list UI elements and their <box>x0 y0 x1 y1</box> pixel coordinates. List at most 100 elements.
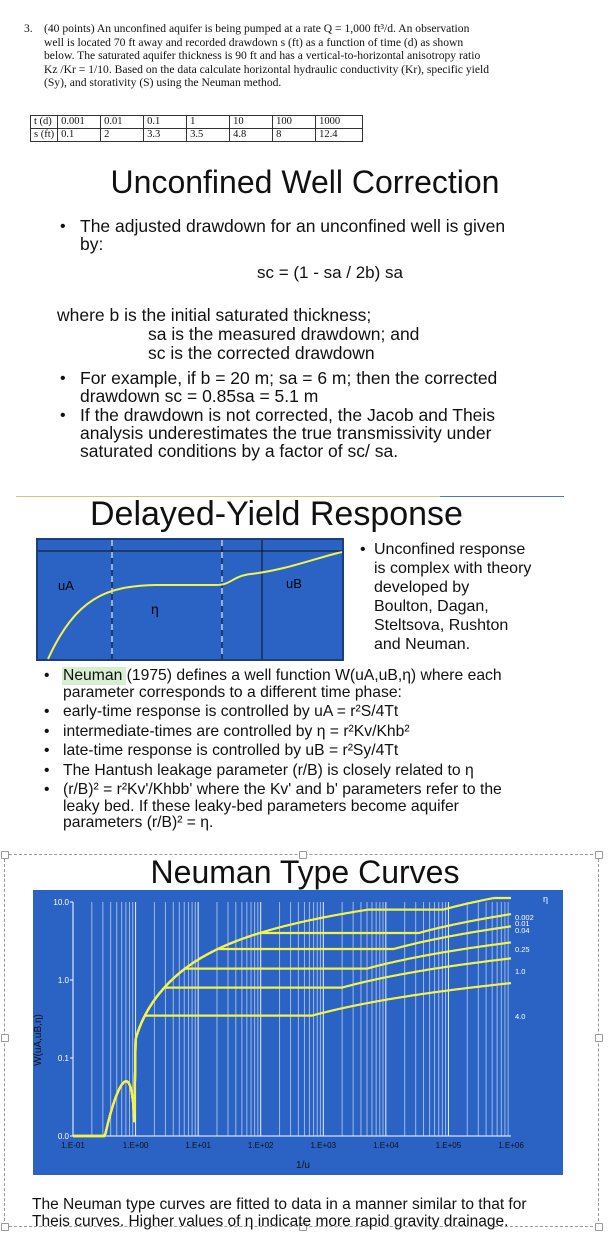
where-line: sc is the corrected drawdown <box>148 343 375 363</box>
x-tick-label: 1.E+06 <box>498 1141 524 1150</box>
problem-line: (Sy), and storativity (S) using the Neum… <box>44 76 282 90</box>
bullet-line: The Hantush leakage parameter (r/B) is c… <box>63 761 474 779</box>
bullet-dot: • <box>60 407 66 424</box>
x-axis-label: 1/u <box>296 1160 310 1171</box>
caption-line: Theis curves. Higher values of η indicat… <box>32 1213 509 1230</box>
bullet-line: Neuman (1975) defines a well function W(… <box>63 667 502 684</box>
resize-handle[interactable] <box>1 851 9 859</box>
problem-line: (40 points) An unconfined aquifer is bei… <box>44 22 470 35</box>
chart-ticks: 1.E-01 1.E+00 1.E+01 1.E+02 1.E+03 1.E+04 1.E+… <box>53 898 533 1150</box>
bullet-line: early-time response is controlled by uA … <box>63 703 399 720</box>
bullet-line: analysis underestimates the true transmi… <box>80 423 492 443</box>
curve-label: 0.002 <box>515 913 534 922</box>
table-cell: 0.1 <box>143 115 188 129</box>
bullet-line: For example, if b = 20 m; sa = 6 m; then… <box>80 368 498 388</box>
diagram-label-ub: uB <box>286 576 302 591</box>
table-cell: 12.4 <box>315 128 364 142</box>
table-cell: 3.5 <box>186 128 231 142</box>
diagram-background <box>36 538 344 661</box>
problem-line: below. The saturated aquifer thickness i… <box>44 49 481 63</box>
chart-curves <box>73 896 512 1138</box>
resize-handle[interactable] <box>299 1223 307 1231</box>
bullet-dot: • <box>44 781 50 798</box>
bullet-item: • Neuman (1975) defines a well function … <box>44 667 594 701</box>
bullet-line: drawdown sc = 0.85sa = 5.1 m <box>80 386 319 406</box>
curve-label: 4.0 <box>515 1012 525 1021</box>
slide-title-correction: Unconfined Well Correction <box>110 164 500 200</box>
bullet-line: intermediate-times are controlled by η =… <box>63 722 410 740</box>
bullet-line: is complex with theory <box>374 560 532 577</box>
curve-label: 0.01 <box>515 919 530 928</box>
resize-handle[interactable] <box>1 1223 9 1231</box>
x-tick-label: 1.E+02 <box>248 1141 274 1150</box>
table-cell: 0.1 <box>57 128 102 142</box>
resize-handle[interactable] <box>595 1223 603 1231</box>
bullet-item: • (r/B)² = r²Kv'/Khbb' where the Kv' and… <box>44 781 594 832</box>
bullet-text: If the drawdown is not corrected, the Ja… <box>80 406 495 460</box>
table-cell: 0.001 <box>57 115 102 129</box>
curve-label: 0.25 <box>515 945 530 954</box>
bullet-dot: • <box>60 370 66 387</box>
table-row: t (d) 0.001 0.01 0.1 1 10 100 1000 <box>29 115 364 129</box>
table-cell: 4.8 <box>229 128 274 142</box>
diagram-label-ua: uA <box>58 578 74 593</box>
x-tick-label: 1.E+00 <box>123 1141 149 1150</box>
bullet-line: and Neuman. <box>374 636 471 653</box>
bullet-dot: • <box>44 667 50 684</box>
slide-separator <box>440 496 564 497</box>
bullet-dot: • <box>360 541 366 558</box>
slide-separator <box>16 496 564 497</box>
y-tick-label: 0.1 <box>58 1054 70 1063</box>
x-tick-label: 1.E+01 <box>185 1141 211 1150</box>
x-tick-label: 1.E+05 <box>436 1141 462 1150</box>
bullet-item: • late-time response is controlled by uB… <box>44 742 594 760</box>
bullet-line: parameter corresponds to a different tim… <box>63 683 402 701</box>
table-row: s (ft) 0.1 2 3.3 3.5 4.8 8 12.4 <box>29 128 364 142</box>
table-cell: 0.01 <box>100 115 145 129</box>
x-tick-label: 1.E-01 <box>61 1141 85 1150</box>
curve-label: 0.04 <box>515 926 530 935</box>
caption-line: The Neuman type curves are fitted to dat… <box>32 1196 527 1213</box>
table-cell: 2 <box>100 128 145 142</box>
bullet-line: parameters (r/B)² = η. <box>63 814 214 831</box>
chart-caption: The Neuman type curves are fitted to dat… <box>32 1196 552 1230</box>
resize-handle[interactable] <box>595 1034 603 1042</box>
bullet-line: The adjusted drawdown for an unconfined … <box>80 216 506 236</box>
bullet-dot: • <box>44 722 50 740</box>
problem-statement: 3. (40 points) An unconfined aquifer is … <box>24 22 590 90</box>
where-line: sa is the measured drawdown; and <box>148 324 420 344</box>
problem-line: Kz /Kr = 1/10. Based on the data calcula… <box>44 62 490 76</box>
x-tick-label: 1.E+03 <box>310 1141 336 1150</box>
where-line: where b is the initial saturated thickne… <box>57 305 372 325</box>
resize-handle[interactable] <box>1 1034 9 1042</box>
bullet-line: saturated conditions by a factor of sc/ … <box>80 441 399 461</box>
drawdown-curve <box>47 551 343 660</box>
correction-formula: sc = (1 - sa / 2b) sa <box>257 263 403 282</box>
text-highlight <box>62 667 126 685</box>
slide-title-neuman: Neuman Type Curves <box>150 854 460 890</box>
neuman-type-curves-chart: 1.E-01 1.E+00 1.E+01 1.E+02 1.E+03 1.E+04 1.E+… <box>33 890 563 1175</box>
bullet-item: • The Hantush leakage parameter (r/B) is… <box>44 761 594 780</box>
y-axis-label: W(uA,uB,η) <box>33 1014 44 1066</box>
problem-number: 3. <box>24 22 33 35</box>
table-cell: 1 <box>186 115 231 129</box>
resize-handle[interactable] <box>595 851 603 859</box>
type-curve-1.0 <box>73 957 512 1138</box>
y-tick-label: 1.0 <box>58 976 70 985</box>
delayed-yield-diagram: uA η uB <box>36 538 344 661</box>
table-cell: 10 <box>229 115 274 129</box>
bullet-text: The adjusted drawdown for an unconfined … <box>80 217 505 253</box>
table-cell: 1000 <box>315 115 364 129</box>
x-tick-label: 1.E+04 <box>373 1141 399 1150</box>
chart-grid <box>72 902 511 1137</box>
bullet-line: late-time response is controlled by uB =… <box>63 742 399 759</box>
slide-title-delayed: Delayed-Yield Response <box>90 495 463 533</box>
legend-title: η <box>543 894 548 904</box>
table-cell: s (ft) <box>29 128 59 142</box>
bullet-item: • early-time response is controlled by u… <box>44 703 594 721</box>
bullet-line: Steltsova, Rushton <box>374 617 509 634</box>
table-cell: 3.3 <box>143 128 188 142</box>
table-cell: 100 <box>272 115 317 129</box>
resize-handle[interactable] <box>299 851 307 859</box>
table-cell: t (d) <box>29 115 59 129</box>
